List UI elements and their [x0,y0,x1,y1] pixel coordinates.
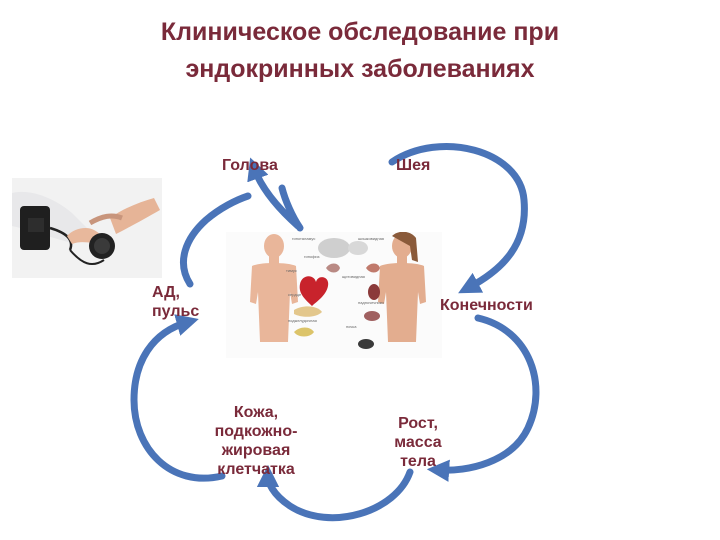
node-growth-line-3: тела [370,452,466,471]
node-skin: Кожа, подкожно- жировая клетчатка [196,403,316,479]
node-bp: АД, пульс [152,283,199,321]
node-growth-line-1: Рост, [370,414,466,433]
node-bp-line-2: пульс [152,302,199,321]
node-skin-line-3: жировая [196,441,316,460]
node-growth-line-2: масса [370,433,466,452]
node-bp-line-1: АД, [152,283,199,302]
node-skin-line-2: подкожно- [196,422,316,441]
node-growth: Рост, масса тела [370,414,466,471]
arrow-bp-to-head [183,196,248,284]
node-neck: Шея [396,156,430,175]
node-skin-line-1: Кожа, [196,403,316,422]
node-head: Голова [222,156,278,175]
node-limbs: Конечности [440,296,533,315]
node-skin-line-4: клетчатка [196,460,316,479]
